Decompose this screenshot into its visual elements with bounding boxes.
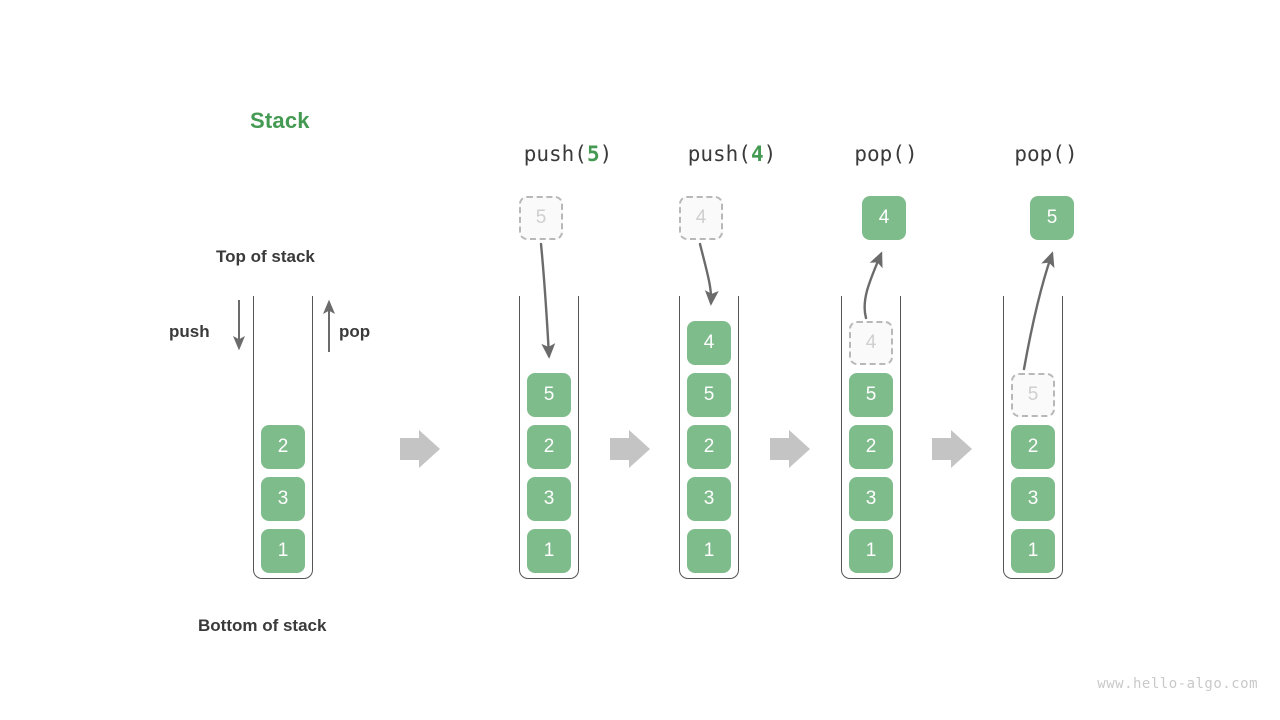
stack-cell[interactable]: 1 bbox=[1011, 529, 1055, 573]
op-header-push-5: push(5) bbox=[468, 142, 668, 166]
popped-cell[interactable]: 4 bbox=[862, 196, 906, 240]
stack-tube-pop-1 bbox=[841, 296, 901, 579]
label-bottom-of-stack: Bottom of stack bbox=[198, 616, 327, 635]
stack-cell[interactable]: 4 bbox=[687, 321, 731, 365]
stack-cell-ghost[interactable]: 5 bbox=[1011, 373, 1055, 417]
label-top-of-stack: Top of stack bbox=[216, 247, 315, 266]
stack-tube-pop-2 bbox=[1003, 296, 1063, 579]
flow-arrow-icon bbox=[932, 430, 972, 468]
stack-tube-push-5 bbox=[519, 296, 579, 579]
stack-cell[interactable]: 3 bbox=[261, 477, 305, 521]
label-push: push bbox=[169, 322, 210, 341]
op-header-push-4: push(4) bbox=[632, 142, 832, 166]
stack-cell-ghost[interactable]: 4 bbox=[849, 321, 893, 365]
stack-cell[interactable]: 2 bbox=[1011, 425, 1055, 469]
stack-cell[interactable]: 3 bbox=[687, 477, 731, 521]
watermark: www.hello-algo.com bbox=[1097, 676, 1258, 692]
op-header-suffix: ) bbox=[1064, 142, 1078, 166]
popped-cell[interactable]: 5 bbox=[1030, 196, 1074, 240]
stack-cell[interactable]: 1 bbox=[849, 529, 893, 573]
stack-cell[interactable]: 3 bbox=[527, 477, 571, 521]
stack-cell[interactable]: 1 bbox=[261, 529, 305, 573]
floating-ghost-cell[interactable]: 5 bbox=[519, 196, 563, 240]
page-title: Stack bbox=[250, 108, 310, 133]
op-header-prefix: pop( bbox=[1014, 142, 1065, 166]
floating-ghost-cell[interactable]: 4 bbox=[679, 196, 723, 240]
flow-arrow-icon bbox=[610, 430, 650, 468]
stack-cell[interactable]: 2 bbox=[527, 425, 571, 469]
stack-cell[interactable]: 5 bbox=[527, 373, 571, 417]
op-header-suffix: ) bbox=[763, 142, 777, 166]
push-4-curve-arrow-icon bbox=[698, 242, 719, 306]
stack-cell[interactable]: 3 bbox=[1011, 477, 1055, 521]
op-header-prefix: push( bbox=[523, 142, 587, 166]
op-header-prefix: push( bbox=[687, 142, 751, 166]
stack-cell[interactable]: 5 bbox=[687, 373, 731, 417]
stack-cell[interactable]: 2 bbox=[849, 425, 893, 469]
stack-tube-push-4 bbox=[679, 296, 739, 579]
stack-cell[interactable]: 2 bbox=[687, 425, 731, 469]
stack-cell[interactable]: 1 bbox=[687, 529, 731, 573]
label-pop: pop bbox=[339, 322, 371, 341]
flow-arrow-icon bbox=[400, 430, 440, 468]
stack-cell[interactable]: 3 bbox=[849, 477, 893, 521]
op-header-arg: 4 bbox=[750, 142, 764, 166]
stack-cell[interactable]: 1 bbox=[527, 529, 571, 573]
stack-tube-initial bbox=[253, 296, 313, 579]
op-header-prefix: pop( bbox=[854, 142, 905, 166]
op-header-suffix: ) bbox=[904, 142, 918, 166]
op-header-suffix: ) bbox=[599, 142, 613, 166]
op-header-pop-2: pop() bbox=[946, 142, 1146, 166]
stack-cell[interactable]: 2 bbox=[261, 425, 305, 469]
op-header-arg: 5 bbox=[586, 142, 600, 166]
op-header-pop-1: pop() bbox=[786, 142, 986, 166]
stack-cell[interactable]: 5 bbox=[849, 373, 893, 417]
flow-arrow-icon bbox=[770, 430, 810, 468]
